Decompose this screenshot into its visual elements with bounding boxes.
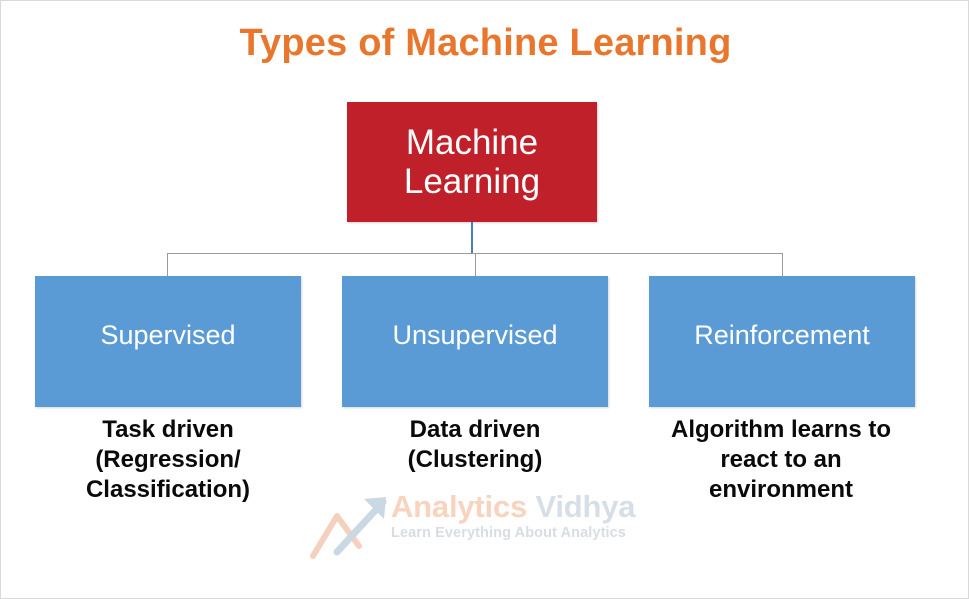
node-unsupervised: Unsupervised	[342, 276, 608, 407]
watermark-brand-first: Analytics	[391, 489, 528, 524]
watermark-tagline: Learn Everything About Analytics	[391, 524, 626, 541]
connector-drop-unsupervised	[475, 253, 476, 276]
connector-drop-reinforcement	[782, 253, 783, 276]
connector-root-stem	[471, 222, 473, 253]
node-reinforcement: Reinforcement	[649, 276, 915, 407]
upward-trend-arrow-icon	[310, 497, 387, 559]
watermark-wordmark: Analytics Vidhya	[391, 489, 667, 524]
page-title: Types of Machine Learning	[239, 22, 732, 64]
node-unsupervised-label: Unsupervised	[392, 319, 558, 350]
watermark-analytics-vidhya: Analytics Vidhya Learn Everything About …	[307, 490, 667, 562]
node-machine-learning-label: Machine Learning	[403, 122, 541, 201]
node-reinforcement-label: Reinforcement	[694, 319, 870, 350]
caption-reinforcement: Algorithm learns to react to an environm…	[670, 416, 892, 504]
node-machine-learning: Machine Learning	[347, 102, 597, 222]
caption-unsupervised: Data driven (Clustering)	[407, 416, 543, 474]
watermark-text-block: Analytics Vidhya Learn Everything About …	[391, 489, 667, 541]
caption-supervised: Task driven (Regression/ Classification)	[85, 416, 251, 504]
connector-drop-supervised	[167, 253, 168, 276]
watermark-brand-second: Vidhya	[527, 489, 636, 524]
node-supervised: Supervised	[35, 276, 301, 407]
node-supervised-label: Supervised	[100, 319, 236, 350]
